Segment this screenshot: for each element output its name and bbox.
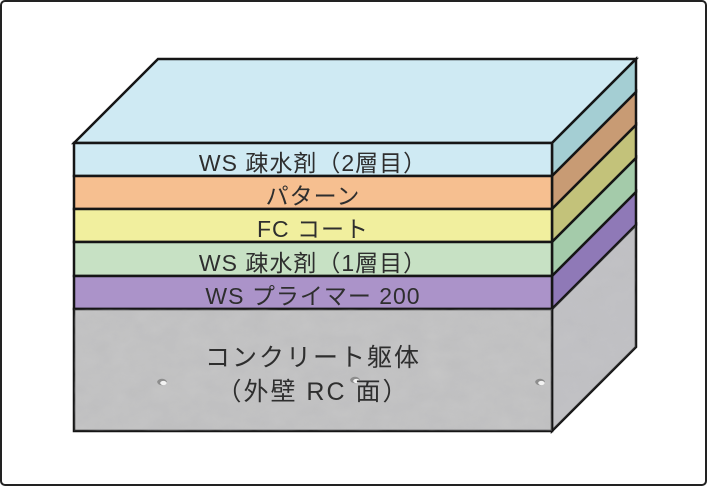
layer-label-ws-primer-200: WS プライマー 200 (205, 283, 420, 309)
side-faces (550, 55, 638, 435)
top-face (70, 57, 640, 145)
side-face-concrete-texture (552, 225, 636, 431)
front-face-concrete-texture (74, 309, 552, 431)
form-tie-marks (157, 376, 545, 386)
layer-labels: WS 疎水剤（2層目） パターン FC コート WS 疎水剤（1層目） WS プ… (199, 150, 427, 406)
base-label-line2: （外壁 RC 面） (216, 378, 409, 406)
layer-label-ws-hydrophobic-1: WS 疎水剤（1層目） (199, 250, 427, 276)
front-faces (72, 141, 554, 433)
layer-label-ws-hydrophobic-2: WS 疎水剤（2層目） (199, 150, 427, 176)
layer-label-fc-coat: FC コート (257, 216, 369, 242)
form-tie-hole (350, 376, 360, 384)
form-tie-hole (157, 378, 167, 386)
form-tie-hole (535, 378, 545, 386)
layer-label-pattern: パターン (266, 183, 361, 209)
base-label-line1: コンクリート躯体 (205, 344, 421, 372)
